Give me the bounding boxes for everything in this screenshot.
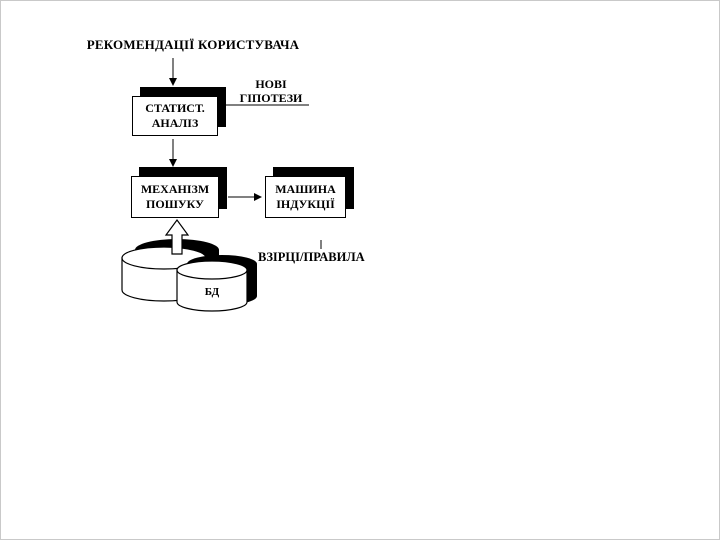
label-new-hypotheses: НОВІ ГІПОТЕЗИ <box>233 77 309 106</box>
label-database: БД <box>204 286 220 298</box>
node-statistical-analysis-face: СТАТИСТ. АНАЛІЗ <box>132 96 218 136</box>
node-induction-machine-face: МАШИНА ІНДУКЦІЇ <box>265 176 346 218</box>
arrow-title-to-stat <box>169 58 177 86</box>
node-stat-line1: СТАТИСТ. <box>145 101 205 115</box>
node-statistical-analysis: СТАТИСТ. АНАЛІЗ <box>132 87 226 136</box>
node-search-line1: МЕХАНІЗМ <box>140 182 210 196</box>
label-new-hypotheses-line1: НОВІ <box>255 77 287 91</box>
node-search-mechanism: МЕХАНІЗМ ПОШУКУ <box>131 167 227 218</box>
node-induction-machine: МАШИНА ІНДУКЦІЇ <box>265 167 354 218</box>
node-induction-line1: МАШИНА <box>275 182 336 196</box>
label-new-hypotheses-line2: ГІПОТЕЗИ <box>239 90 303 105</box>
arrow-stat-to-search <box>169 139 177 167</box>
node-induction-line2: ІНДУКЦІЇ <box>276 197 335 211</box>
arrow-database-to-search <box>164 218 190 255</box>
arrow-search-to-induction <box>228 193 262 201</box>
diagram-title: РЕКОМЕНДАЦІЇ КОРИСТУВАЧА <box>86 37 300 52</box>
database-cylinder-right <box>176 260 248 312</box>
node-stat-line2: АНАЛІЗ <box>151 116 199 130</box>
label-samples-rules: ВЗІРЦІ/ПРАВИЛА <box>258 250 365 264</box>
node-search-line2: ПОШУКУ <box>146 197 204 211</box>
node-search-mechanism-face: МЕХАНІЗМ ПОШУКУ <box>131 176 219 218</box>
